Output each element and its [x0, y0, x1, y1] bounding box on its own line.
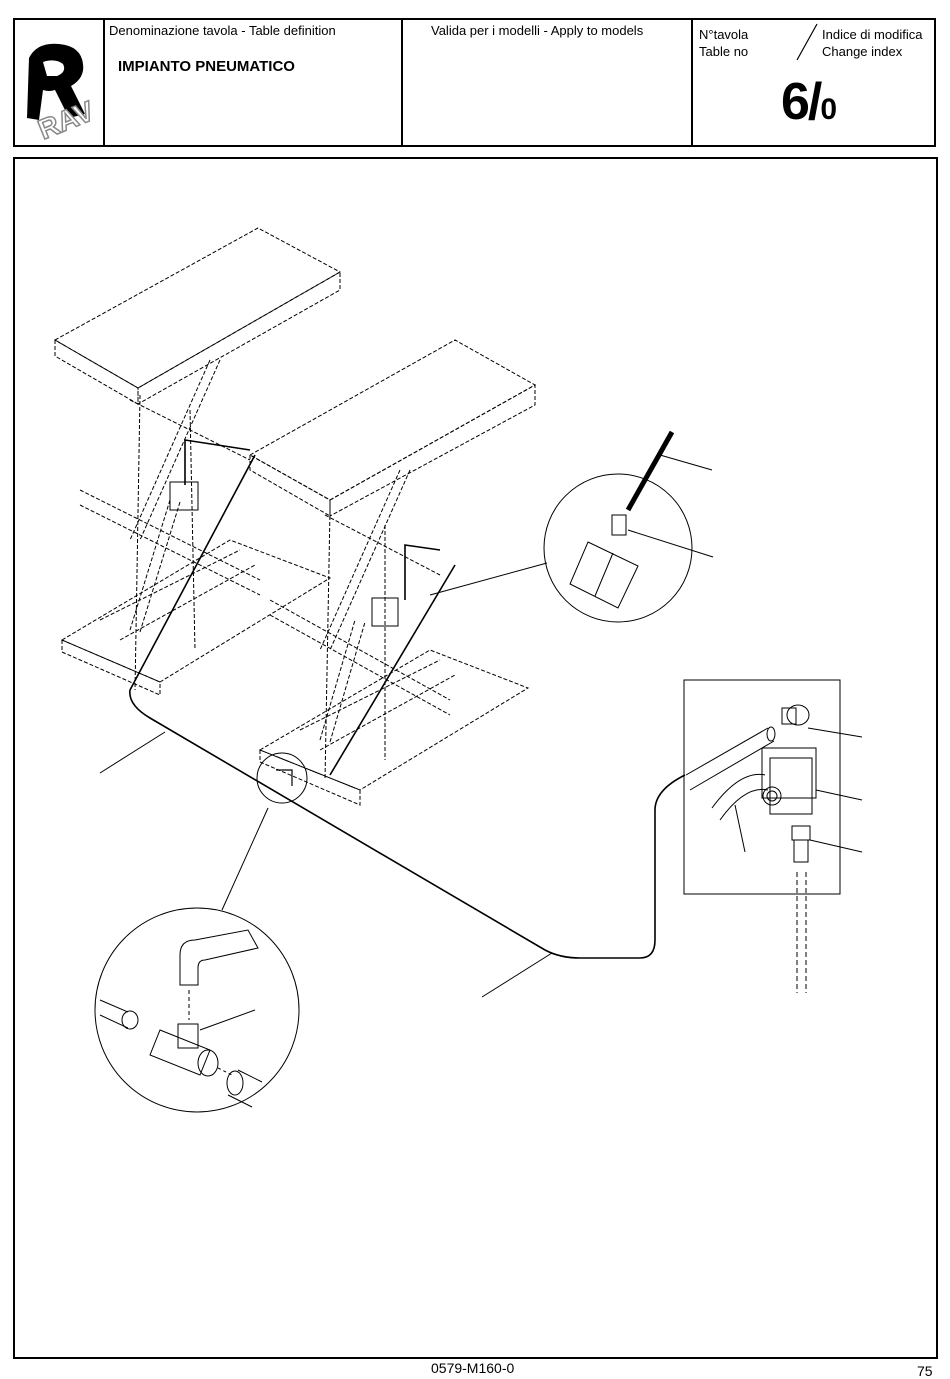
page-number: 75: [917, 1363, 933, 1379]
document-code: 0579-M160-0: [431, 1360, 514, 1376]
